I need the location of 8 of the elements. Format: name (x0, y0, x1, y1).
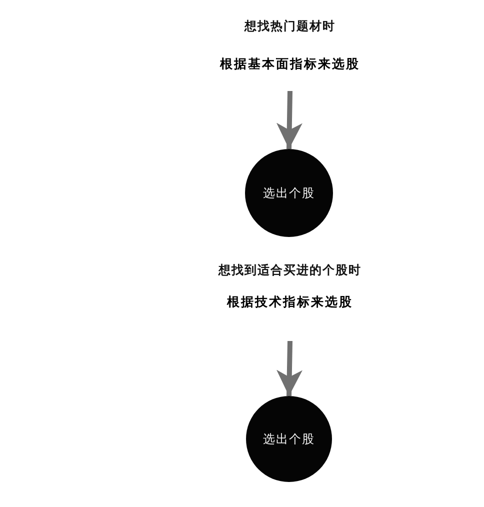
arrow (276, 90, 302, 150)
condition-text: 想找到适合买进的个股时 (218, 262, 362, 278)
method-text: 根据基本面指标来选股 (220, 56, 360, 72)
arrow (276, 340, 302, 396)
circle-label: 选出个股 (263, 186, 315, 200)
condition-text: 想找热门题材时 (244, 18, 336, 34)
method-text: 根据技术指标来选股 (227, 294, 353, 310)
circle-label: 选出个股 (263, 432, 315, 446)
